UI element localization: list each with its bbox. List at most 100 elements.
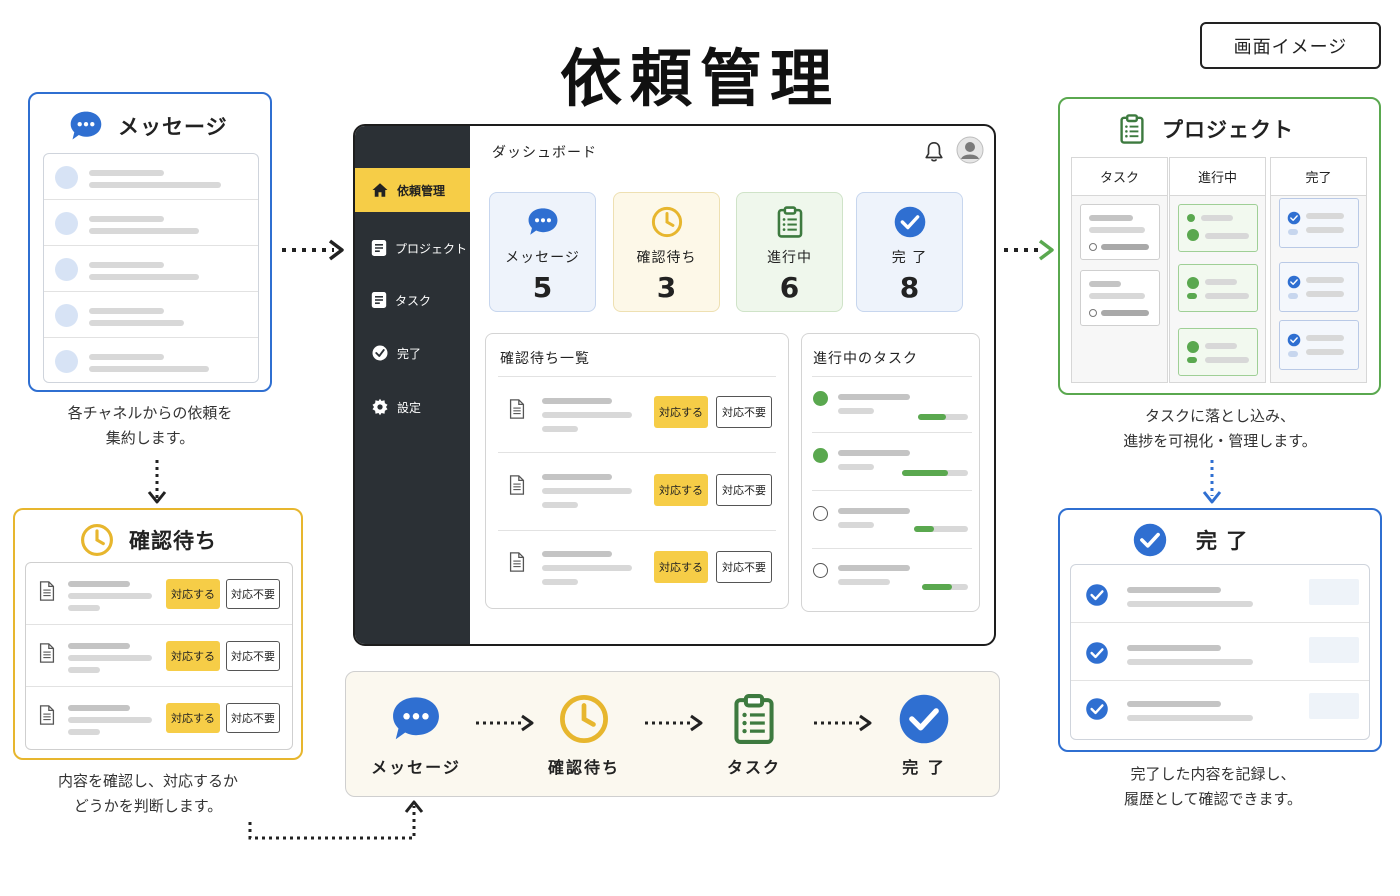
done-panel-title: 完 了: [1196, 529, 1249, 553]
avatar: [55, 350, 78, 373]
kanban-card[interactable]: [1279, 320, 1359, 370]
list-item: 対応する 対応不要: [26, 687, 292, 749]
check-circle-icon: [1085, 641, 1109, 665]
progress-bar: [918, 414, 946, 420]
workflow-strip: メッセージ 確認待ち タスク 完 了: [345, 671, 1000, 797]
message-panel-title: メッセージ: [118, 115, 228, 139]
document-icon: [36, 703, 58, 727]
respond-button[interactable]: 対応する: [654, 396, 708, 428]
user-avatar-icon[interactable]: [956, 136, 984, 164]
project-caption: タスクに落とし込み、 進捗を可視化・管理します。: [1123, 407, 1317, 450]
chat-bubble-icon: [68, 108, 104, 144]
check-circle-icon: [897, 692, 951, 746]
document-icon: [36, 641, 58, 665]
flow-arrow-down: [147, 460, 167, 504]
stat-card-in-progress[interactable]: 進行中 6: [736, 192, 843, 312]
avatar: [55, 258, 78, 281]
kanban-card[interactable]: [1178, 264, 1258, 312]
list-item[interactable]: [44, 292, 258, 338]
stat-card-done[interactable]: 完 了 8: [856, 192, 963, 312]
respond-button[interactable]: 対応する: [166, 641, 220, 671]
flow-step-pending: 確認待ち: [529, 692, 639, 778]
document-icon: [36, 579, 58, 603]
list-item: [802, 558, 979, 608]
list-item[interactable]: [44, 154, 258, 200]
status-dot: [813, 563, 828, 578]
list-item[interactable]: [1071, 681, 1369, 739]
clipboard-icon: [727, 692, 781, 746]
skip-button[interactable]: 対応不要: [716, 396, 772, 428]
check-circle-icon: [1132, 522, 1168, 558]
kanban-card[interactable]: [1279, 262, 1359, 312]
flow-arrow-right: [476, 714, 534, 732]
list-item[interactable]: [1071, 565, 1369, 623]
done-list: [1070, 564, 1370, 740]
check-circle-icon: [372, 345, 388, 361]
status-dot: [813, 448, 828, 463]
kanban-card[interactable]: [1080, 204, 1160, 260]
sidebar-item-done[interactable]: 完了: [355, 331, 470, 375]
progress-bar: [922, 584, 952, 590]
message-panel: メッセージ: [28, 92, 272, 392]
avatar: [55, 166, 78, 189]
document-icon: [371, 240, 387, 256]
in-progress-title: 進行中のタスク: [813, 351, 918, 367]
pending-list: 対応する 対応不要 対応する 対応不要 対応する 対応不要: [25, 562, 293, 750]
kanban-card[interactable]: [1279, 198, 1359, 248]
pending-caption: 内容を確認し、対応するか どうかを判断します。: [57, 772, 238, 815]
list-item: 対応する 対応不要: [486, 462, 788, 530]
kanban-column-done: 完了: [1270, 157, 1367, 383]
progress-bar: [902, 470, 948, 476]
sidebar-item-label: 完了: [397, 346, 422, 361]
list-item[interactable]: [44, 246, 258, 292]
sidebar-item-requests[interactable]: 依頼管理: [355, 168, 470, 212]
list-item[interactable]: [44, 200, 258, 246]
flow-step-task: タスク: [699, 692, 809, 778]
sidebar-item-project[interactable]: プロジェクト: [355, 226, 470, 270]
respond-button[interactable]: 対応する: [654, 474, 708, 506]
respond-button[interactable]: 対応する: [654, 551, 708, 583]
flow-arrow-right: [814, 714, 872, 732]
kanban-card[interactable]: [1178, 328, 1258, 376]
check-circle-icon: [1287, 333, 1301, 347]
dashboard-header-title: ダッシュボード: [492, 145, 597, 161]
check-circle-icon: [1085, 697, 1109, 721]
flow-arrow-down: [1202, 460, 1222, 504]
list-item[interactable]: [44, 338, 258, 384]
stat-card-messages[interactable]: メッセージ 5: [489, 192, 596, 312]
avatar: [55, 304, 78, 327]
sidebar-item-settings[interactable]: 設定: [355, 385, 470, 429]
list-item: [802, 500, 979, 550]
pending-list-panel: 確認待ち一覧 対応する 対応不要 対応する 対応不要 対応する 対応不要: [485, 333, 789, 609]
document-icon: [506, 396, 528, 422]
chat-bubble-icon: [526, 205, 560, 239]
message-list: [43, 153, 259, 383]
check-circle-icon: [893, 205, 927, 239]
done-caption: 完了した内容を記録し、 履歴として確認できます。: [1123, 765, 1303, 808]
clipboard-icon: [1116, 111, 1148, 147]
project-panel: プロジェクト タスク 進行中: [1058, 97, 1381, 395]
check-circle-icon: [1287, 211, 1301, 225]
pending-panel: 確認待ち 対応する 対応不要 対応する 対応不要 対応する 対応不要: [13, 508, 303, 760]
kanban-card[interactable]: [1178, 204, 1258, 252]
kanban-card[interactable]: [1080, 270, 1160, 326]
skip-button[interactable]: 対応不要: [716, 474, 772, 506]
list-item: [802, 442, 979, 492]
gear-icon: [372, 398, 388, 416]
document-icon: [506, 549, 528, 575]
bell-icon[interactable]: [923, 140, 945, 164]
done-panel: 完 了: [1058, 508, 1382, 752]
respond-button[interactable]: 対応する: [166, 579, 220, 609]
kanban-column-task: タスク: [1071, 157, 1168, 383]
respond-button[interactable]: 対応する: [166, 703, 220, 733]
list-item[interactable]: [1071, 623, 1369, 681]
message-caption: 各チャネルからの依頼を 集約します。: [67, 404, 233, 447]
in-progress-panel: 進行中のタスク: [801, 333, 980, 612]
stat-card-pending[interactable]: 確認待ち 3: [613, 192, 720, 312]
skip-button[interactable]: 対応不要: [716, 551, 772, 583]
skip-button[interactable]: 対応不要: [226, 703, 280, 733]
sidebar-item-task[interactable]: タスク: [355, 278, 470, 322]
skip-button[interactable]: 対応不要: [226, 641, 280, 671]
skip-button[interactable]: 対応不要: [226, 579, 280, 609]
clipboard-icon: [773, 205, 807, 239]
